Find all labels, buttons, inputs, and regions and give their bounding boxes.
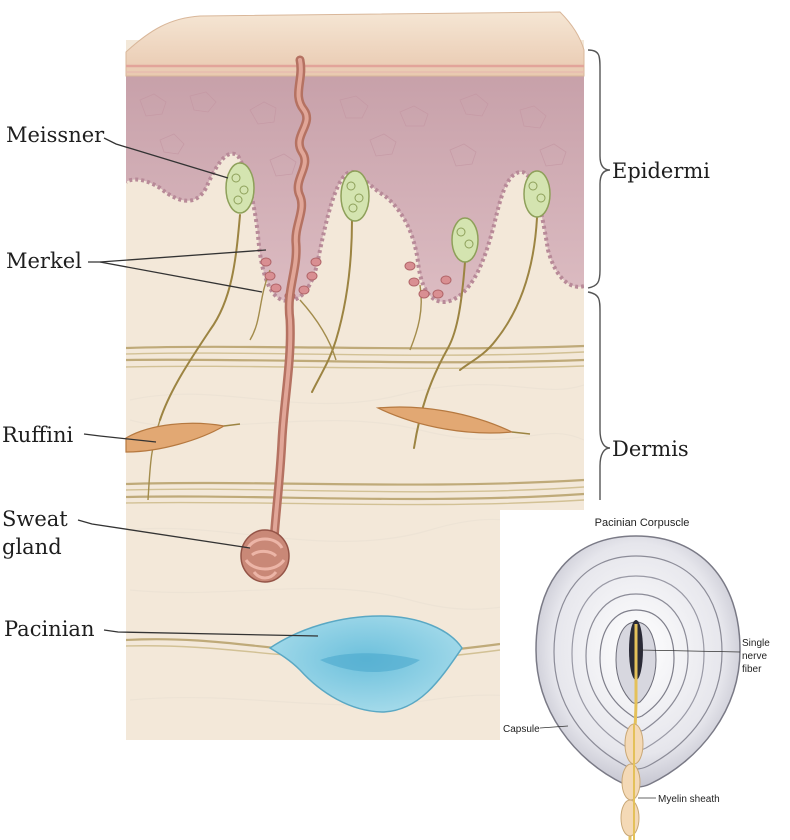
label-meissner: Meissner [6,123,105,147]
meissner-corpuscle [225,162,255,214]
basal-layer [126,151,584,304]
meissner-corpuscle [451,217,479,263]
inset-leader-nerve [639,649,741,653]
inset-label-nerve-2: nerve [742,651,767,662]
epidermis-texture [139,91,567,177]
ruffini-endings [125,406,531,453]
meissner-corpuscle [523,170,551,218]
leader-lines [77,137,319,637]
inset-label-nerve-3: fiber [742,664,762,675]
epidermis-bracket [587,49,611,289]
pacinian-inset: Pacinian Corpuscle Single nerve [500,510,790,840]
meissner-corpuscles [225,162,551,263]
layer-brackets [587,49,611,500]
inset-title: Pacinian Corpuscle [595,517,690,529]
label-merkel: Merkel [6,249,82,273]
inset-label-myelin: Myelin sheath [658,794,720,805]
meissner-corpuscle [340,170,370,222]
label-epidermis: Epidermi [612,159,710,183]
inset-leader-capsule [539,725,569,729]
inset-label-capsule: Capsule [503,724,540,735]
sweat-gland-coil [240,529,290,583]
label-ruffini: Ruffini [2,423,73,447]
label-pacinian: Pacinian [4,617,94,641]
label-sweat: Sweat [2,507,68,531]
pacinian-corpuscle-skin [268,615,463,713]
inset-label-nerve-1: Single [742,638,770,649]
sweat-gland-structure [240,55,311,583]
ruffini-ending [125,422,226,453]
inset-corpuscle [535,535,741,840]
skin-surface [125,11,585,77]
label-gland: gland [2,535,62,559]
merkel-cells [260,257,452,301]
dermis-bracket [587,291,611,500]
label-dermis: Dermis [612,437,689,461]
